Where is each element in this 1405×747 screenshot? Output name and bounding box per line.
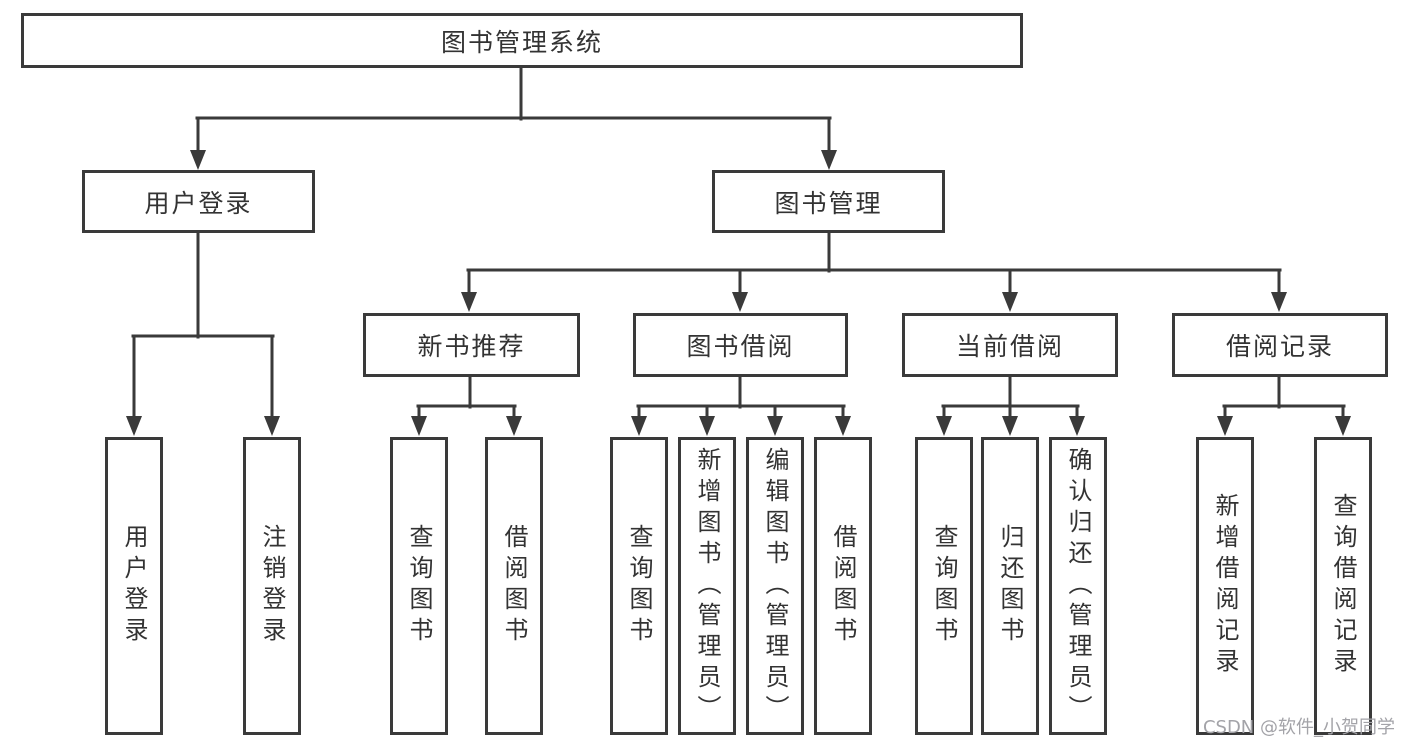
connector-borrow-rec-to-leaves (1222, 374, 1346, 420)
connector-book-mgmt-to-level3 (466, 230, 1282, 296)
leaf-label: 用户登录 (120, 524, 148, 648)
leaf-label: 查询借阅记录 (1329, 493, 1357, 679)
node-library-management-system: 图书管理系统 (21, 13, 1023, 68)
node-new-book-recommendation: 新书推荐 (363, 313, 580, 377)
leaf-label: 确认归还（管理员） (1064, 446, 1092, 726)
leaf-label: 借阅图书 (829, 524, 857, 648)
node-label: 当前借阅 (955, 332, 1064, 361)
node-label: 借阅记录 (1225, 332, 1334, 361)
leaf-label: 查询图书 (405, 524, 433, 648)
connector-new-book-to-leaves (416, 374, 517, 420)
connector-user-login-to-leaves (131, 230, 275, 420)
leaf-label: 归还图书 (996, 524, 1024, 648)
leaf-cb-return-books: 归还图书 (981, 437, 1039, 735)
leaf-label: 查询图书 (625, 524, 653, 648)
leaf-label: 编辑图书（管理员） (761, 446, 789, 726)
node-label: 新书推荐 (417, 332, 526, 361)
connector-book-borrow-to-leaves (636, 374, 846, 420)
leaf-bb-edit-books-admin: 编辑图书（管理员） (746, 437, 804, 735)
connector-root-to-level2 (195, 66, 832, 154)
leaf-bb-query-books: 查询图书 (610, 437, 668, 735)
node-current-borrowing: 当前借阅 (902, 313, 1118, 377)
leaf-cb-query-books: 查询图书 (915, 437, 973, 735)
connector-cur-borrow-to-leaves (941, 374, 1080, 420)
leaf-nbr-borrow-books: 借阅图书 (485, 437, 543, 735)
leaf-cb-confirm-return-admin: 确认归还（管理员） (1049, 437, 1107, 735)
leaf-br-query-borrow-record: 查询借阅记录 (1314, 437, 1372, 735)
node-label: 用户登录 (144, 188, 253, 218)
leaf-label: 查询图书 (930, 524, 958, 648)
node-label: 图书管理 (774, 188, 883, 218)
leaf-label: 新增借阅记录 (1211, 493, 1239, 679)
leaf-bb-borrow-books: 借阅图书 (814, 437, 872, 735)
node-borrowing-records: 借阅记录 (1172, 313, 1388, 377)
leaf-label: 新增图书（管理员） (693, 446, 721, 726)
leaf-logout: 注销登录 (243, 437, 301, 735)
leaf-label: 借阅图书 (500, 524, 528, 648)
leaf-br-add-borrow-record: 新增借阅记录 (1196, 437, 1254, 735)
node-book-borrowing: 图书借阅 (633, 313, 848, 377)
node-book-management: 图书管理 (712, 170, 945, 233)
leaf-nbr-query-books: 查询图书 (390, 437, 448, 735)
node-label: 图书借阅 (686, 332, 795, 361)
csdn-watermark: CSDN @软件_小贺同学 (1202, 717, 1395, 738)
leaf-bb-add-books-admin: 新增图书（管理员） (678, 437, 736, 735)
leaf-user-login: 用户登录 (105, 437, 163, 735)
leaf-label: 注销登录 (258, 524, 286, 648)
node-label: 图书管理系统 (440, 27, 603, 57)
node-user-login: 用户登录 (82, 170, 315, 233)
